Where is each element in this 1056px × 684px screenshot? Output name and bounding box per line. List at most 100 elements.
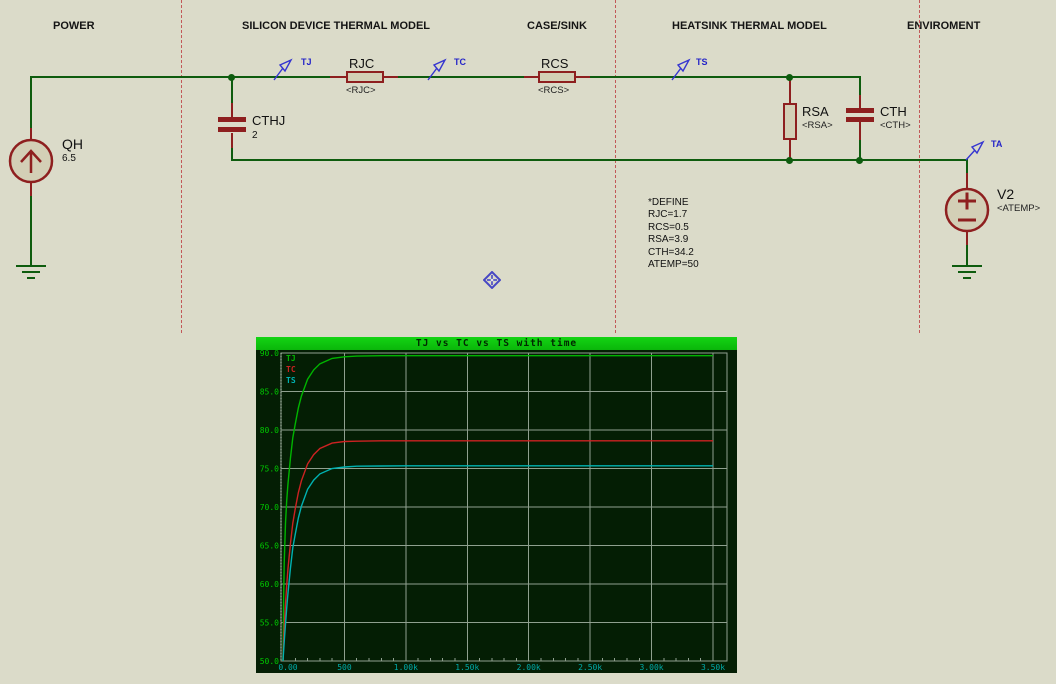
svg-text:TC: TC [286,365,296,374]
pin-segment [231,103,233,117]
junction-dot [228,74,235,81]
chart-title-bar[interactable]: TJ vs TC vs TS with time [256,337,737,350]
rsa-label: RSA [802,104,829,119]
cth-capacitor[interactable] [846,108,874,113]
section-header-enviroment: ENVIROMENT [907,20,981,32]
chart-plot-area[interactable]: 50.0 55.0 60.0 65.0 70.0 75.0 80.0 85.0 90.0 0.00… [256,350,737,673]
svg-text:0.00: 0.00 [278,663,297,672]
define-line: RCS=0.5 [648,221,689,233]
cth-label: CTH [880,104,907,119]
wire-segment [30,77,32,128]
rcs-param: <RCS> [538,85,570,96]
tc-probe-icon[interactable] [426,57,450,83]
rsa-param: <RSA> [802,120,833,131]
define-line: RJC=1.7 [648,209,688,221]
svg-text:2.50k: 2.50k [578,663,602,672]
svg-text:70.0: 70.0 [260,503,279,512]
cth-param: <CTH> [880,120,911,131]
svg-text:1.00k: 1.00k [394,663,418,672]
rcs-label: RCS [541,56,569,71]
wire-segment [30,196,32,266]
pin-segment [384,76,398,78]
rjc-resistor[interactable] [346,71,384,83]
qh-value: 6.5 [62,153,76,164]
wire-segment [588,76,861,78]
svg-text:90.0: 90.0 [260,350,279,358]
cth-capacitor[interactable] [846,117,874,122]
svg-text:500: 500 [337,663,352,672]
ts-probe-icon[interactable] [670,57,694,83]
svg-text:75.0: 75.0 [260,465,279,474]
thermal-analysis-chart[interactable]: TJ vs TC vs TS with time 50.0 55.0 60.0 65.… [256,337,737,673]
pin-segment [789,78,791,103]
cthj-capacitor[interactable] [218,127,246,132]
svg-text:60.0: 60.0 [260,580,279,589]
define-line: RSA=3.9 [648,234,689,246]
svg-text:80.0: 80.0 [260,426,279,435]
junction-dot [786,74,793,81]
move-cursor-icon [483,271,501,289]
wire-segment [966,160,968,173]
svg-text:TS: TS [286,376,296,385]
ts-probe-label: TS [696,57,708,67]
wire-segment [859,140,861,160]
cthj-capacitor[interactable] [218,117,246,122]
pin-segment [330,76,346,78]
pin-segment [859,95,861,108]
ta-probe-icon[interactable] [964,139,988,163]
pin-segment [30,183,32,196]
svg-text:65.0: 65.0 [260,542,279,551]
pin-segment [231,133,233,148]
svg-text:1.50k: 1.50k [455,663,479,672]
svg-text:TJ: TJ [286,354,296,363]
wire-segment [231,78,233,103]
wire-segment [966,245,968,266]
pin-segment [576,76,590,78]
svg-text:3.50k: 3.50k [701,663,725,672]
cthj-label: CTHJ [252,113,286,128]
svg-text:55.0: 55.0 [260,619,279,628]
pin-segment [524,76,538,78]
v2-param: <ATEMP> [997,203,1041,214]
qh-current-source[interactable] [8,138,54,184]
tj-probe-label: TJ [301,57,312,67]
cthj-value: 2 [252,130,258,141]
junction-dot [856,157,863,164]
define-script-block[interactable]: *DEFINE RJC=1.7 RCS=0.5 RSA=3.9 CTH=34.2… [648,197,699,271]
tj-probe-icon[interactable] [272,57,296,83]
rcs-resistor[interactable] [538,71,576,83]
rjc-label: RJC [349,56,375,71]
rsa-resistor[interactable] [783,103,797,140]
junction-dot [786,157,793,164]
wire-segment [396,76,526,78]
define-line: ATEMP=50 [648,259,699,271]
v2-label: V2 [997,186,1015,202]
v2-voltage-source[interactable] [944,187,990,233]
qh-label: QH [62,136,83,152]
section-header-silicon: SILICON DEVICE THERMAL MODEL [242,20,431,32]
define-line: *DEFINE [648,197,689,208]
svg-text:2.00k: 2.00k [517,663,541,672]
wire-segment [231,148,233,160]
section-header-casesink: CASE/SINK [527,20,587,32]
section-header-heatsink: HEATSINK THERMAL MODEL [672,20,827,32]
pin-segment [789,140,791,160]
svg-text:3.00k: 3.00k [640,663,664,672]
pin-segment [30,128,32,139]
section-divider [615,0,616,333]
pin-segment [966,232,968,245]
ta-probe-label: TA [991,139,1003,149]
section-header-power: POWER [53,20,95,32]
rjc-param: <RJC> [346,85,376,96]
define-line: CTH=34.2 [648,246,694,258]
svg-text:50.0: 50.0 [260,657,279,666]
section-divider [181,0,182,333]
wire-segment [231,159,968,161]
svg-text:85.0: 85.0 [260,388,279,397]
pin-segment [859,121,861,140]
pin-segment [966,173,968,188]
section-divider [919,0,920,333]
wire-segment [859,77,861,95]
tc-probe-label: TC [454,57,466,67]
